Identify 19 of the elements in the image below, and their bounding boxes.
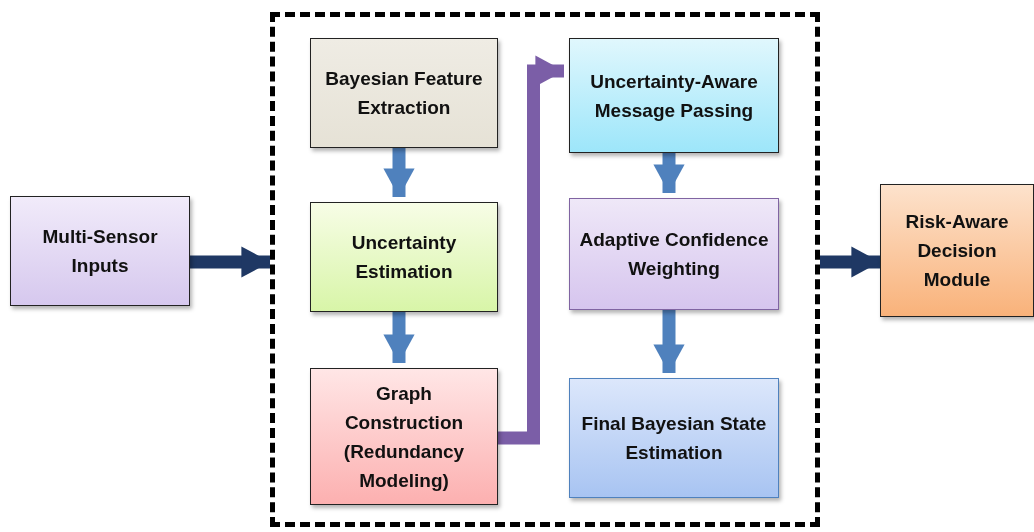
box-label: Risk-Aware Decision Module [904,210,1010,292]
block-arrow [190,246,270,278]
process-box [310,38,498,148]
box-label: Final Bayesian State Estimation [580,412,768,465]
box-label: Adaptive Confidence Weighting [578,228,770,281]
process-box [310,202,498,312]
box-label: Graph Construction (Redundancy Modeling) [342,381,466,493]
dashed-group-frame [270,12,820,527]
process-box [569,378,779,498]
process-box [310,368,498,505]
process-box [569,38,779,153]
process-box [10,196,190,306]
block-arrow [820,246,880,278]
box-label: Bayesian Feature Extraction [324,67,484,120]
process-box [569,198,779,310]
box-label: Uncertainty Estimation [350,231,458,284]
box-label: Multi-Sensor Inputs [41,225,159,278]
box-label: Uncertainty-Aware Message Passing [589,69,759,123]
process-box [880,184,1034,317]
